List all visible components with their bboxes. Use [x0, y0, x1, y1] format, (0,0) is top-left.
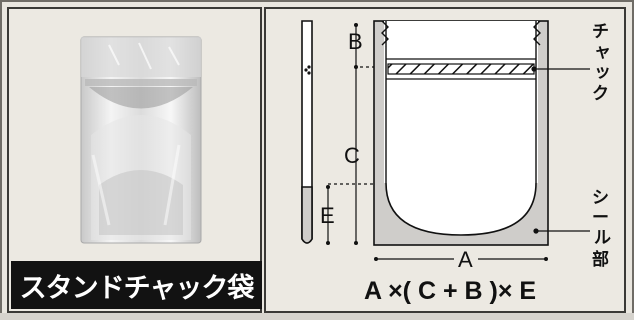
bottom-strip [0, 313, 634, 320]
zipper-label-char-3: ッ [594, 62, 611, 82]
pouch-dimension-diagram: B C E A チ ャ ッ ク シ ー ル 部 A ×( C + B )× E [301, 20, 611, 305]
label-e: E [320, 203, 335, 228]
dimension-ticks [326, 23, 548, 261]
label-b: B [348, 29, 363, 54]
zipper-label: チ ャ ッ ク [592, 22, 611, 104]
bag-front-view [373, 20, 549, 246]
zipper-label-char-2: ャ [594, 42, 611, 62]
seal-label: シ ー ル 部 [592, 188, 611, 270]
product-photo [80, 36, 202, 244]
product-name-caption: スタンドチャック袋 [11, 261, 262, 309]
seal-label-char-2: ー [592, 208, 609, 228]
label-c: C [344, 143, 360, 168]
label-a-bg [454, 249, 478, 269]
bag-side-view [301, 20, 313, 244]
zipper-label-char-4: ク [592, 84, 609, 104]
label-a: A [458, 247, 473, 272]
leader-lines [531, 66, 590, 234]
zipper-label-char-1: チ [592, 22, 609, 42]
seal-label-char-4: 部 [592, 249, 609, 270]
seal-label-char-3: ル [594, 228, 611, 248]
size-formula: A ×( C + B )× E [364, 277, 536, 305]
product-panel: スタンドチャック袋 [7, 7, 262, 313]
seal-label-char-1: シ [592, 188, 609, 208]
